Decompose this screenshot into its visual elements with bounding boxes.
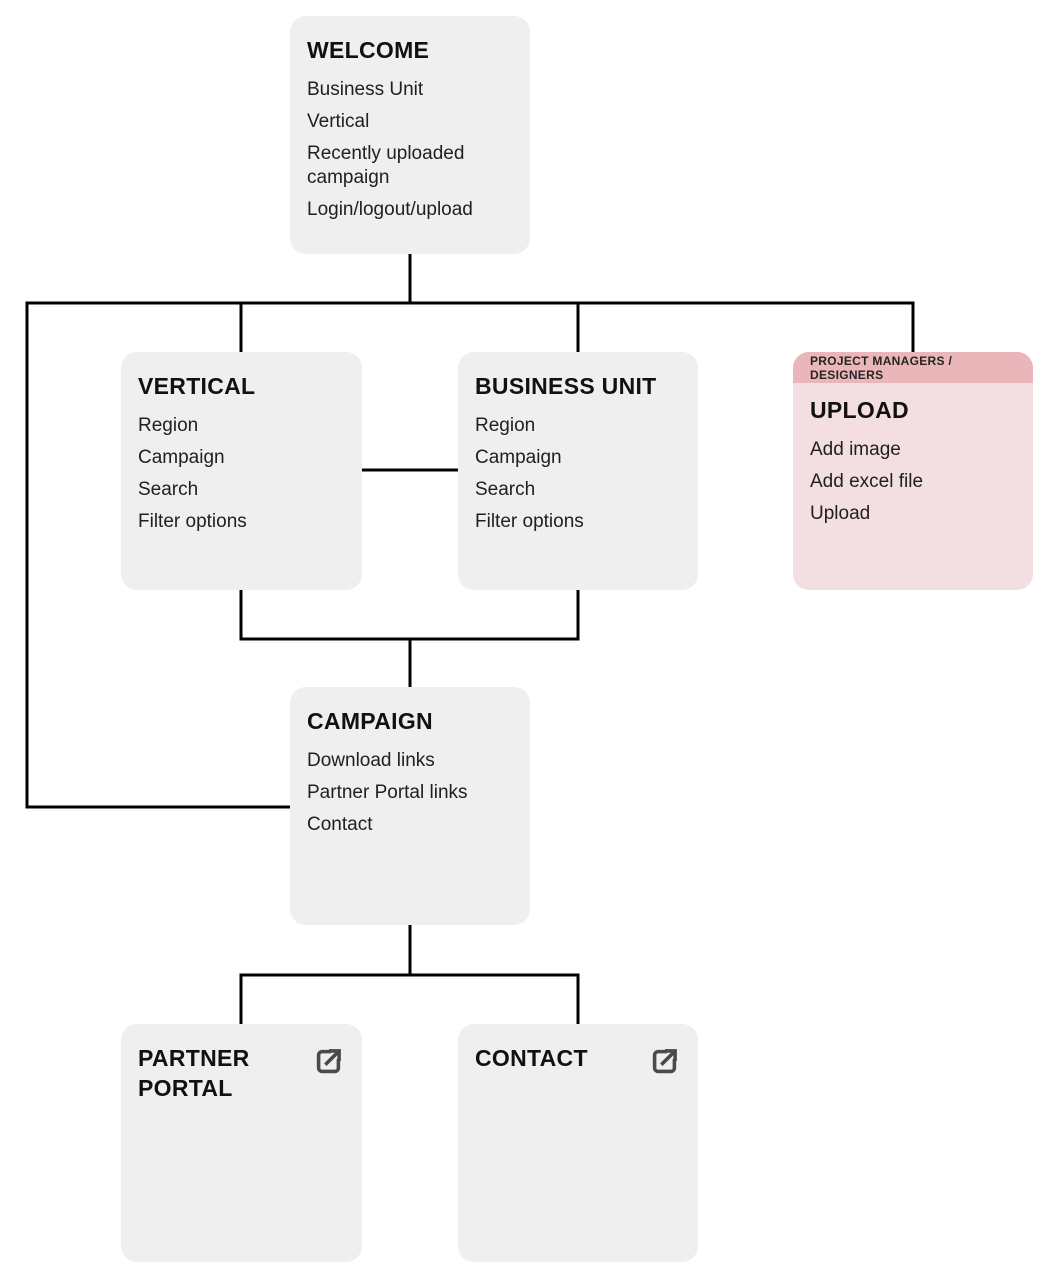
node-welcome-title: WELCOME — [307, 37, 430, 63]
node-campaign-title: CAMPAIGN — [307, 708, 433, 734]
external-link-icon — [648, 1045, 681, 1078]
node-welcome: WELCOME Business Unit Vertical Recently … — [290, 16, 530, 254]
node-welcome-item: Login/logout/upload — [307, 199, 473, 220]
node-vertical-item: Campaign — [138, 447, 225, 468]
node-upload-title: UPLOAD — [810, 397, 909, 423]
node-business-unit: BUSINESS UNIT Region Campaign Search Fil… — [458, 352, 698, 590]
node-business-unit-item: Region — [475, 415, 536, 436]
node-business-unit-item: Campaign — [475, 447, 562, 468]
node-upload-item: Add excel file — [810, 471, 924, 492]
node-campaign-item: Contact — [307, 814, 373, 835]
node-upload-item: Add image — [810, 439, 901, 460]
node-partner-portal: PARTNER PORTAL — [121, 1024, 362, 1262]
node-vertical: VERTICAL Region Campaign Search Filter o… — [121, 352, 362, 590]
node-vertical-title: VERTICAL — [138, 373, 256, 399]
node-vertical-item: Region — [138, 415, 199, 436]
upload-body: UPLOAD Add image Add excel file Upload — [793, 383, 1033, 553]
node-vertical-item: Search — [138, 479, 199, 500]
node-contact-title: CONTACT — [475, 1045, 588, 1071]
node-upload-item: Upload — [810, 503, 871, 524]
node-welcome-item: Recently uploaded campaign — [307, 143, 465, 188]
node-upload: PROJECT MANAGERS / DESIGNERS UPLOAD Add … — [793, 352, 1033, 590]
node-business-unit-item: Search — [475, 479, 536, 500]
node-welcome-item: Business Unit — [307, 79, 424, 100]
node-business-unit-title: BUSINESS UNIT — [475, 373, 657, 399]
node-partner-portal-title: PARTNER PORTAL — [138, 1045, 250, 1101]
upload-audience-tag: PROJECT MANAGERS / DESIGNERS — [793, 352, 1033, 383]
external-link-icon — [312, 1045, 345, 1078]
node-vertical-item: Filter options — [138, 511, 247, 532]
node-campaign-item: Partner Portal links — [307, 782, 468, 803]
node-business-unit-item: Filter options — [475, 511, 584, 532]
node-campaign: CAMPAIGN Download links Partner Portal l… — [290, 687, 530, 925]
node-campaign-item: Download links — [307, 750, 435, 771]
node-contact: CONTACT — [458, 1024, 698, 1262]
node-welcome-item: Vertical — [307, 111, 370, 132]
